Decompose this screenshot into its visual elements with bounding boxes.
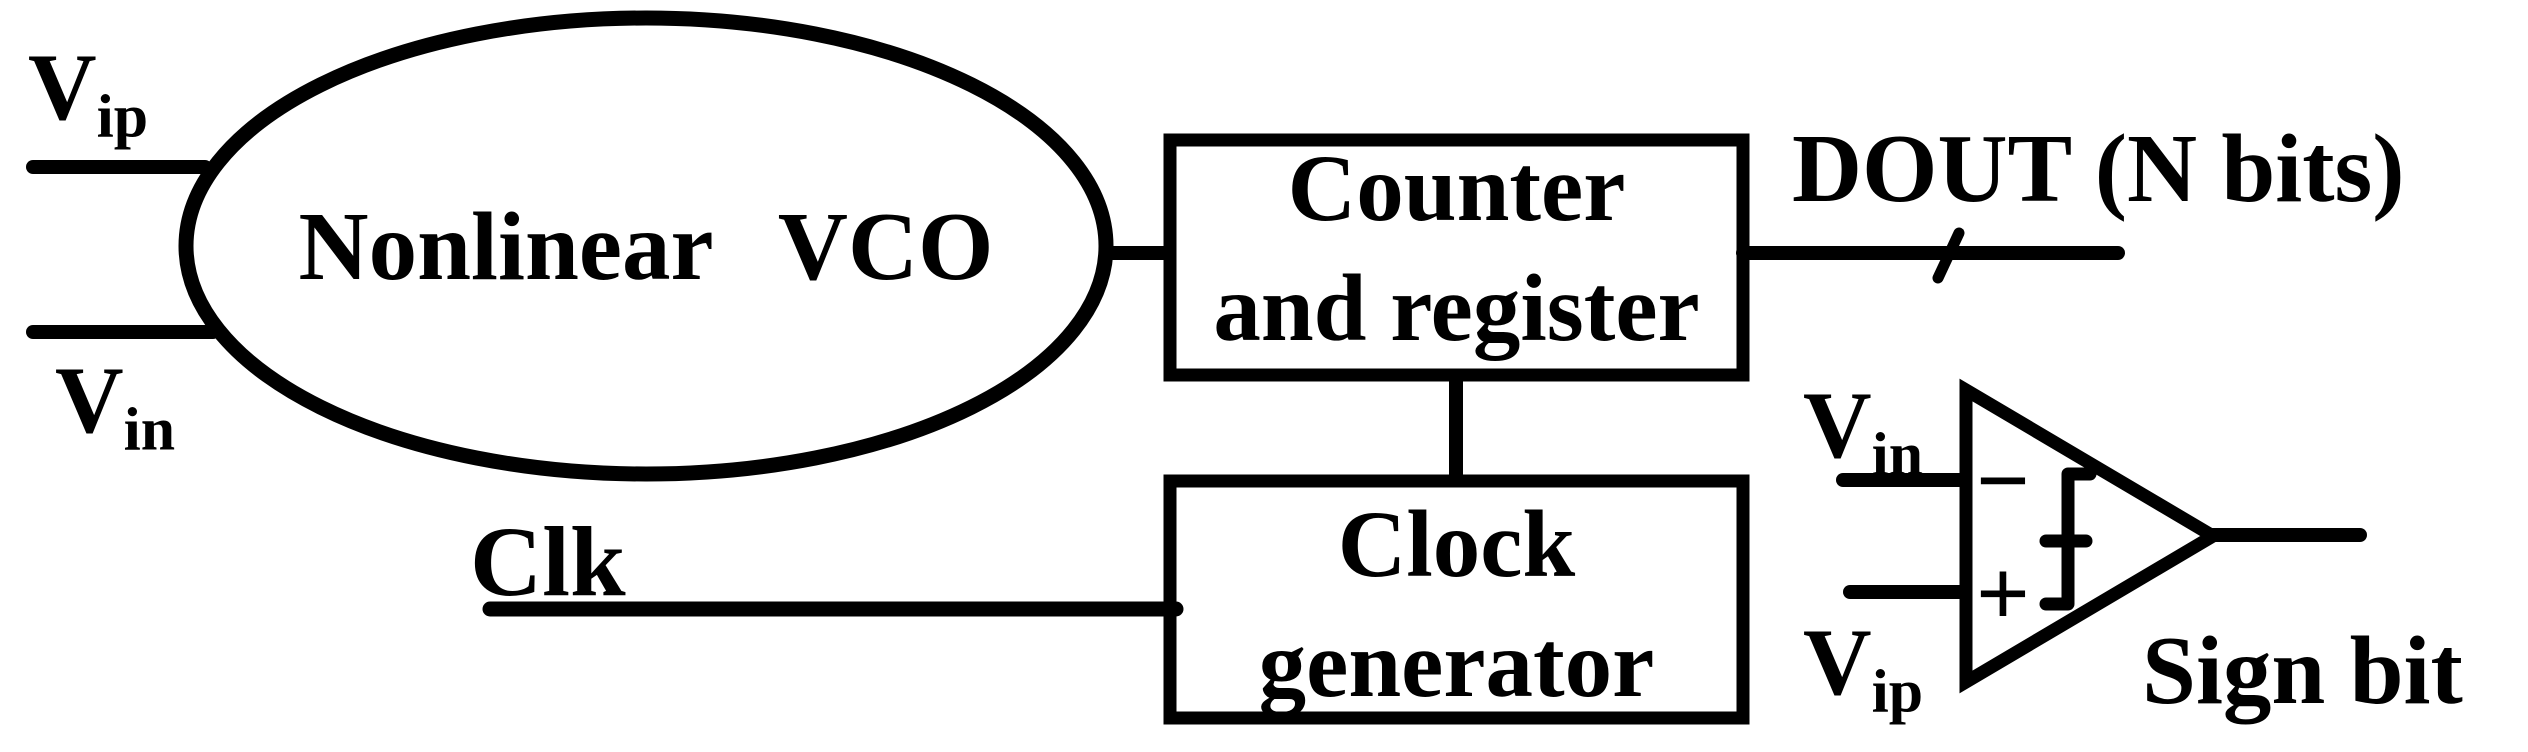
clock-generator-box — [1163, 474, 1750, 725]
comparator-vin-subscript: in — [1871, 420, 1924, 489]
sign-bit-label: Sign bit — [2142, 617, 2463, 724]
comparator-plus-sign: + — [1975, 540, 2031, 647]
counter-box-line1: Counter — [1287, 135, 1626, 241]
comparator-minus-sign: − — [1975, 427, 2031, 534]
vip-subscript: ip — [96, 82, 149, 151]
vip-input-label: Vip — [28, 40, 148, 148]
clock-box-line2: generator — [1258, 611, 1655, 717]
counter-box-label: Counter and register — [1170, 128, 1743, 368]
comparator-vip-label: Vip — [1803, 615, 1923, 723]
vin-subscript: in — [123, 395, 176, 464]
clock-box-line1: Clock — [1337, 491, 1576, 597]
vip-base: V — [28, 34, 97, 140]
clock-generator-box-label: Clock generator — [1170, 484, 1743, 724]
comparator-vin-base: V — [1803, 372, 1872, 478]
comparator-vip-subscript: ip — [1871, 657, 1924, 726]
comparator-vin-label: Vin — [1803, 378, 1923, 486]
vin-base: V — [55, 347, 124, 453]
counter-box-line2: and register — [1213, 255, 1700, 361]
bus-slash — [1932, 227, 1965, 284]
clk-label: Clk — [470, 506, 626, 617]
comparator-vip-base: V — [1803, 609, 1872, 715]
vin-input-label: Vin — [55, 353, 175, 461]
dout-label: DOUT (N bits) — [1792, 115, 2405, 222]
vco-label: Nonlinear VCO — [298, 193, 994, 300]
